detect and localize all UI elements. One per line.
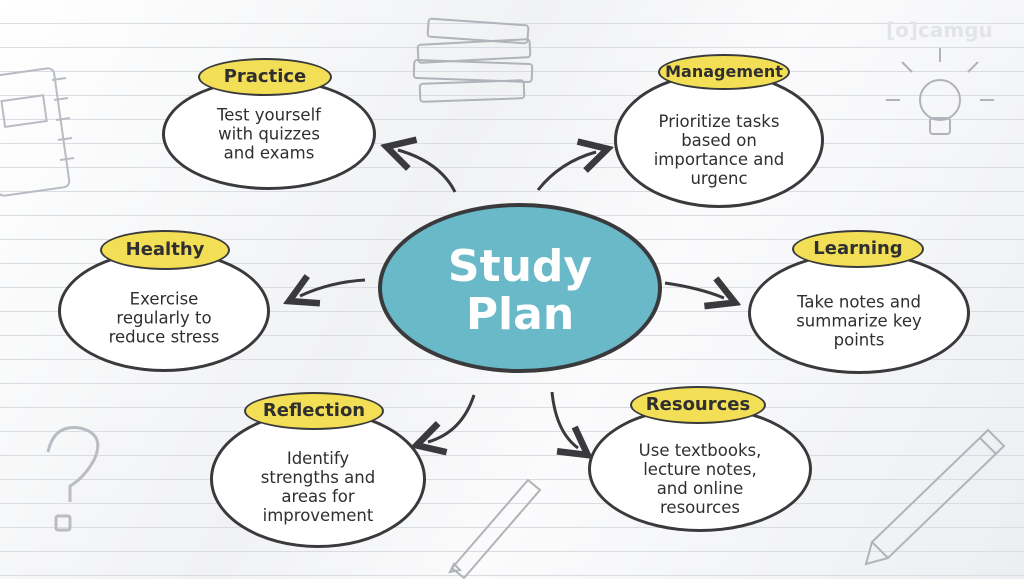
healthy-label: Healthy bbox=[100, 230, 230, 270]
pencil-doodle-icon bbox=[864, 428, 1006, 566]
healthy-bubble: Exercise regularly to reduce stress bbox=[58, 250, 270, 372]
pen-doodle-icon bbox=[448, 478, 542, 579]
resources-text: Use textbooks, lecture notes, and online… bbox=[638, 440, 762, 517]
management-label: Management bbox=[658, 54, 790, 90]
question-mark-doodle-icon bbox=[46, 426, 100, 532]
center-title: Study Plan bbox=[447, 241, 593, 340]
lightbulb-doodle-icon bbox=[886, 48, 994, 135]
management-text: Prioritize tasks based on importance and… bbox=[653, 112, 785, 189]
management-bubble: Prioritize tasks based on importance and… bbox=[614, 72, 824, 208]
watermark: [o]camgu bbox=[886, 18, 993, 42]
learning-bubble: Take notes and summarize key points bbox=[748, 252, 970, 374]
practice-label: Practice bbox=[198, 58, 332, 96]
arrow-to-learning bbox=[664, 283, 724, 298]
center-study-plan: Study Plan bbox=[378, 203, 662, 373]
arrow-to-practice bbox=[398, 150, 457, 193]
resources-label: Resources bbox=[630, 386, 766, 424]
learning-label: Learning bbox=[792, 230, 924, 268]
arrow-to-healthy bbox=[300, 280, 366, 296]
resources-bubble: Use textbooks, lecture notes, and online… bbox=[588, 406, 812, 532]
arrow-to-management bbox=[536, 152, 596, 191]
healthy-text: Exercise regularly to reduce stress bbox=[108, 289, 220, 347]
practice-text: Test yourself with quizzes and exams bbox=[217, 105, 321, 163]
arrow-to-resources bbox=[550, 391, 578, 448]
learning-text: Take notes and summarize key points bbox=[796, 292, 922, 350]
reflection-text: Identify strengths and areas for improve… bbox=[260, 448, 376, 525]
reflection-bubble: Identify strengths and areas for improve… bbox=[210, 410, 426, 548]
notebook-doodle-icon bbox=[0, 67, 75, 197]
reflection-label: Reflection bbox=[244, 392, 384, 430]
arrow-to-reflection bbox=[428, 394, 476, 442]
books-doodle-icon bbox=[412, 17, 534, 103]
practice-bubble: Test yourself with quizzes and exams bbox=[162, 78, 376, 190]
